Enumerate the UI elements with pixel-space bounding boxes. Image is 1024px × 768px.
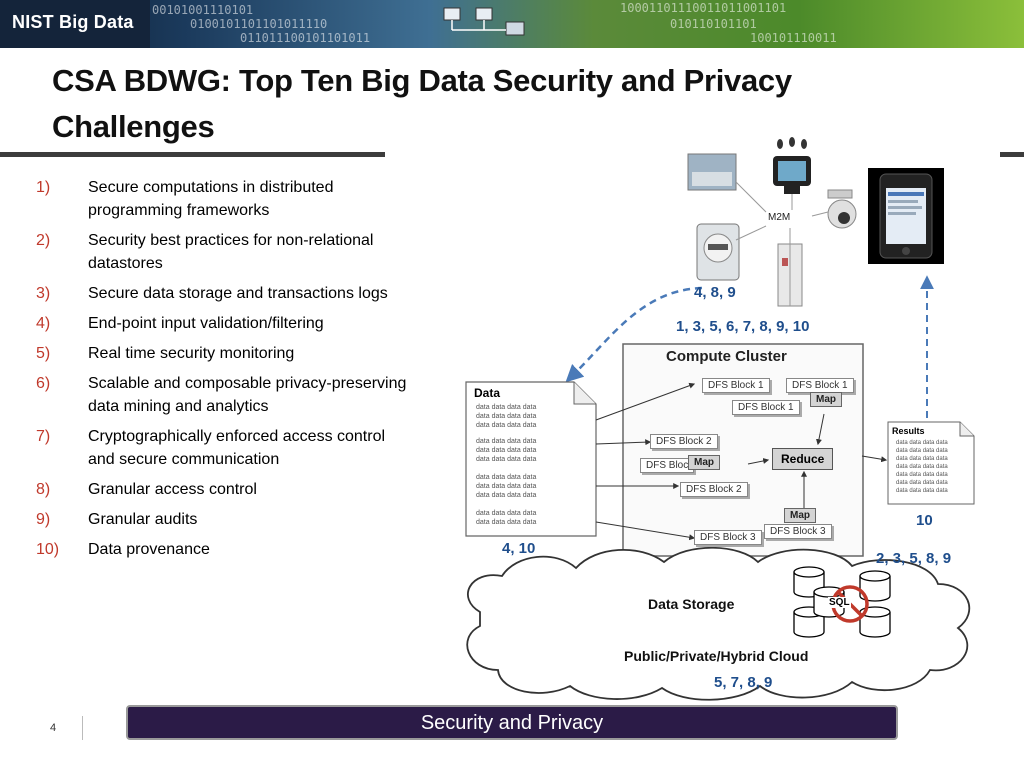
list-item: 5)Real time security monitoring (36, 345, 295, 362)
data-challenge-numbers: 4, 10 (502, 540, 536, 557)
dfs-block: DFS Block 1 (732, 400, 800, 415)
challenge-list: 1)Secure computations in distributed pro… (36, 176, 416, 568)
map-node: Map (688, 455, 720, 470)
slide-title: CSA BDWG: Top Ten Big Data Security and … (52, 63, 792, 144)
map-node: Map (784, 508, 816, 523)
refrigerator-icon (777, 243, 803, 307)
footer-section-title: Security and Privacy (420, 712, 604, 734)
cluster-challenge-numbers: 1, 3, 5, 6, 7, 8, 9, 10 (676, 318, 810, 335)
title-rule-left (0, 152, 385, 157)
kiosk-terminal-icon (773, 137, 811, 194)
dfs-block: DFS Block 3 (694, 530, 762, 545)
dfs-block: DFS Block 1 (702, 378, 770, 393)
list-item: 6)Scalable and composable privacy-preser… (36, 375, 407, 415)
dfs-block: DFS Block 3 (764, 524, 832, 539)
dfs-block: DFS Bloc (640, 458, 695, 473)
dfs-block: DFS Block 1 (786, 378, 854, 393)
title-rule-right (1000, 152, 1024, 157)
list-item: 9)Granular audits (36, 511, 198, 528)
list-item: 3)Secure data storage and transactions l… (36, 285, 388, 302)
results-doc-title: Results (892, 426, 925, 436)
data-storage-label: Data Storage (648, 596, 735, 612)
m2m-challenge-numbers: 4, 8, 9 (694, 284, 736, 301)
sql-label: SQL (828, 597, 851, 608)
list-item: 1)Secure computations in distributed pro… (36, 179, 334, 219)
data-doc-title: Data (474, 386, 501, 400)
security-camera-icon (827, 189, 857, 229)
results-challenge-numbers: 10 (916, 512, 933, 529)
diagram-graphics (465, 137, 975, 701)
list-item: 7)Cryptographically enforced access cont… (36, 428, 386, 468)
dfs-block: DFS Block 2 (650, 434, 718, 449)
footer-bar: Security and Privacy (126, 705, 898, 740)
network-icon (443, 7, 525, 36)
map-node: Map (810, 392, 842, 407)
list-item: 2)Security best practices for non-relati… (36, 232, 374, 272)
dfs-block: DFS Block 2 (680, 482, 748, 497)
reduce-node: Reduce (772, 448, 834, 470)
list-item: 10)Data provenance (36, 541, 210, 558)
m2m-label: M2M (766, 212, 793, 223)
page-number-divider (82, 716, 83, 740)
binary-pattern: 00101001110101 0100101101101011110 01101… (152, 1, 837, 45)
compute-cluster-title: Compute Cluster (666, 348, 787, 365)
big-data-ecosystem-diagram: M2M 4, 8, 9 1, 3, 5, 6, 7, 8, 9, 10 4, 1… (440, 130, 1024, 710)
list-item: 8)Granular access control (36, 481, 257, 498)
smartphone-icon (868, 168, 944, 264)
cloud-label: Public/Private/Hybrid Cloud (624, 648, 809, 664)
nist-big-data-logo: NIST Big Data (0, 0, 150, 48)
storage-challenge-numbers: 2, 3, 5, 8, 9 (876, 550, 952, 567)
page-number: 4 (50, 722, 57, 734)
factory-photo (687, 153, 737, 191)
list-item: 4)End-point input validation/filtering (36, 315, 324, 332)
smart-meter-icon (696, 223, 740, 281)
header-banner: 00101001110101 0100101101101011110 01101… (0, 0, 1024, 48)
cloud-challenge-numbers: 5, 7, 8, 9 (714, 674, 773, 691)
